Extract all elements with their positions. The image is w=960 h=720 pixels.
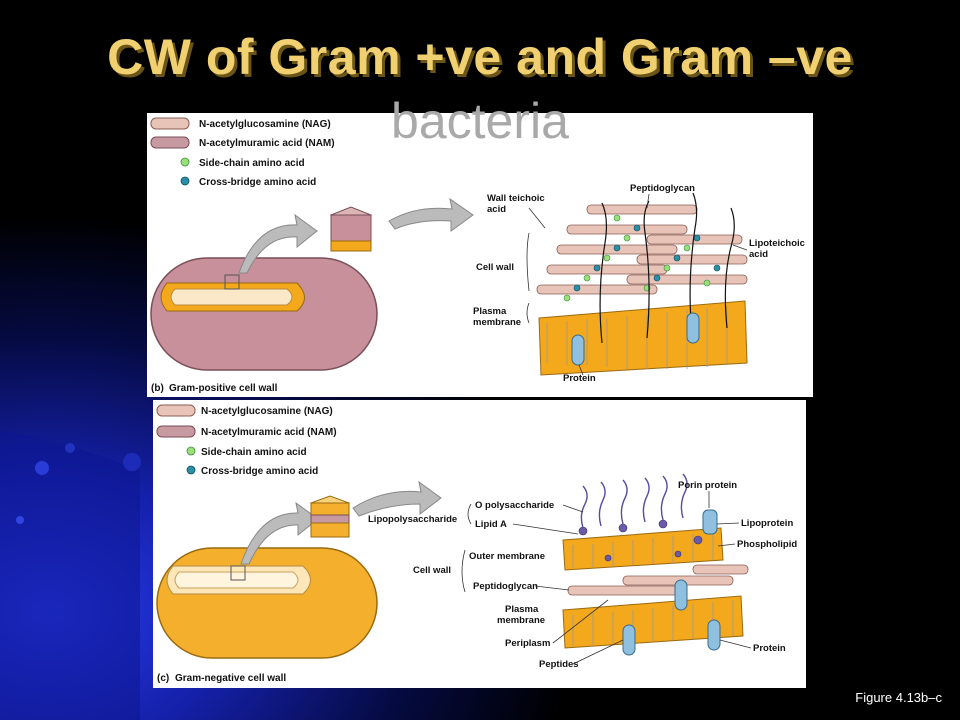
gram-negative-figure: N-acetylglucosamine (NAG) N-acetylmurami… — [153, 400, 806, 688]
legend-cross-bridge: Cross-bridge amino acid — [199, 177, 316, 188]
label-peptidoglycan: Peptidoglycan — [630, 183, 695, 194]
label-wall-teichoic: Wall teichoic — [487, 193, 545, 204]
background-swoosh — [0, 430, 140, 720]
gram-positive-figure: N-acetylglucosamine (NAG) N-acetylmurami… — [147, 113, 813, 397]
label-plasma: Plasma — [473, 306, 507, 317]
label-o-polysaccharide: O polysaccharide — [475, 500, 554, 511]
gram-negative-labels: O polysaccharide Lipid A Lipopolysacchar… — [157, 480, 797, 684]
legend-side-chain: Side-chain amino acid — [199, 158, 305, 169]
label-lipoprotein: Lipoprotein — [741, 518, 793, 529]
label-plasma-2: membrane — [497, 615, 545, 626]
panel-caption: Gram-negative cell wall — [175, 673, 286, 684]
zoom-arrow — [352, 480, 442, 517]
figure-legend: N-acetylglucosamine (NAG) N-acetylmurami… — [156, 404, 337, 477]
label-peptides: Peptides — [539, 659, 579, 670]
legend-side-chain: Side-chain amino acid — [201, 447, 307, 458]
cross-bridge-dot — [186, 465, 196, 475]
label-outer-membrane: Outer membrane — [469, 551, 545, 562]
slide-title-continued: bacteria — [391, 93, 569, 149]
label-periplasm: Periplasm — [505, 638, 550, 649]
background-bubble — [35, 461, 49, 475]
label-porin-protein: Porin protein — [678, 480, 737, 491]
nag-swatch — [156, 404, 196, 417]
label-lipoteichoic-2: acid — [749, 249, 768, 260]
legend-nag: N-acetylglucosamine (NAG) — [199, 119, 331, 130]
wall-cube — [309, 495, 351, 538]
slide-title: CW of Gram +ve and Gram –ve — [107, 29, 853, 85]
background-bubble — [123, 453, 141, 471]
nam-swatch — [156, 425, 196, 438]
label-lipoteichoic: Lipoteichoic — [749, 238, 805, 249]
gram-negative-cell — [156, 547, 378, 659]
label-plasma: Plasma — [505, 604, 539, 615]
background-bubble — [16, 516, 24, 524]
caption-letter: (c) — [157, 673, 169, 684]
label-cell-wall: Cell wall — [413, 565, 451, 576]
caption-letter: (b) — [151, 383, 164, 394]
label-lipid-a: Lipid A — [475, 519, 507, 530]
label-plasma-2: membrane — [473, 317, 521, 328]
figure-reference: Figure 4.13b–c — [855, 690, 942, 705]
gram-positive-cell — [150, 257, 378, 371]
panel-caption: Gram-positive cell wall — [169, 383, 278, 394]
side-chain-dot — [186, 446, 196, 456]
zoom-arrow — [388, 197, 474, 232]
label-cell-wall: Cell wall — [476, 262, 514, 273]
figure-legend: N-acetylglucosamine (NAG) N-acetylmurami… — [150, 117, 335, 188]
label-phospholipid: Phospholipid — [737, 539, 797, 550]
wall-cube — [329, 206, 373, 252]
legend-nam: N-acetylmuramic acid (NAM) — [199, 138, 335, 149]
zoom-arrow — [238, 213, 318, 274]
nam-swatch — [150, 136, 190, 149]
nag-swatch — [150, 117, 190, 130]
label-peptidoglycan: Peptidoglycan — [473, 581, 538, 592]
label-wall-teichoic-2: acid — [487, 204, 506, 215]
gram-positive-labels: Wall teichoic acid Peptidoglycan Lipotei… — [151, 183, 805, 394]
label-protein: Protein — [753, 643, 786, 654]
gram-positive-wall-block — [536, 192, 748, 376]
legend-cross-bridge: Cross-bridge amino acid — [201, 466, 318, 477]
cross-bridge-dot — [180, 176, 190, 186]
background-bubble — [65, 443, 75, 453]
label-lipopolysaccharide: Lipopolysaccharide — [368, 514, 457, 525]
legend-nam: N-acetylmuramic acid (NAM) — [201, 427, 337, 438]
gram-negative-wall-block — [562, 473, 749, 656]
label-protein: Protein — [563, 373, 596, 384]
side-chain-dot — [180, 157, 190, 167]
legend-nag: N-acetylglucosamine (NAG) — [201, 406, 333, 417]
